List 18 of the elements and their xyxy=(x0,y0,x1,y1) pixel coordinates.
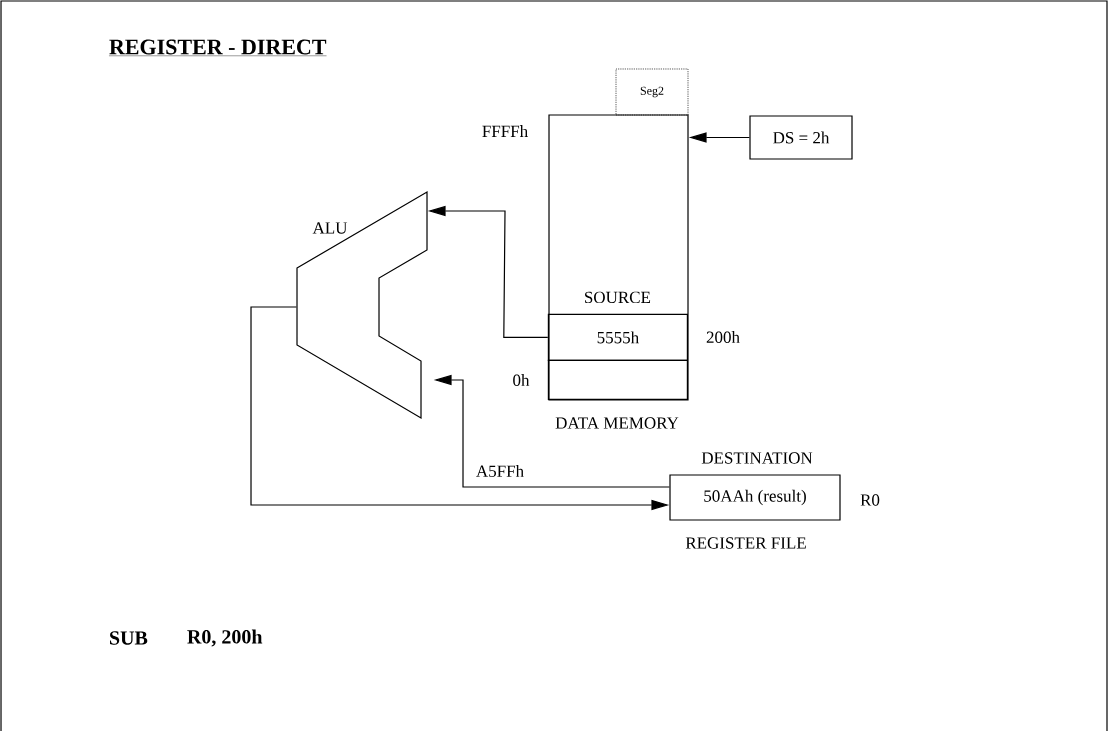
memory-address: 200h xyxy=(706,331,740,343)
memory-column xyxy=(548,114,689,401)
node-label: SOURCE xyxy=(585,291,651,304)
memory-address: REGISTER FILE xyxy=(685,537,806,549)
memory-address: DATA MEMORY xyxy=(555,417,679,429)
instruction-text: SUB xyxy=(110,631,148,645)
memory-address: R0 xyxy=(860,494,880,506)
register-box: DS = 2h xyxy=(749,115,853,160)
memory-cell: SOURCE 5555h xyxy=(547,291,688,361)
segment-box: Seg2 xyxy=(615,68,689,116)
register-box: DESTINATION 50AAh (result) xyxy=(669,452,841,521)
memory-cell xyxy=(547,359,688,400)
edge-label: A5FFh xyxy=(476,465,524,477)
memory-address: FFFFh xyxy=(482,125,528,137)
title: REGISTER - DIRECT xyxy=(108,39,327,56)
node-label: DESTINATION xyxy=(701,452,813,464)
instruction-text: R0, 200h xyxy=(187,629,263,647)
memory-address: 0h xyxy=(513,374,530,386)
